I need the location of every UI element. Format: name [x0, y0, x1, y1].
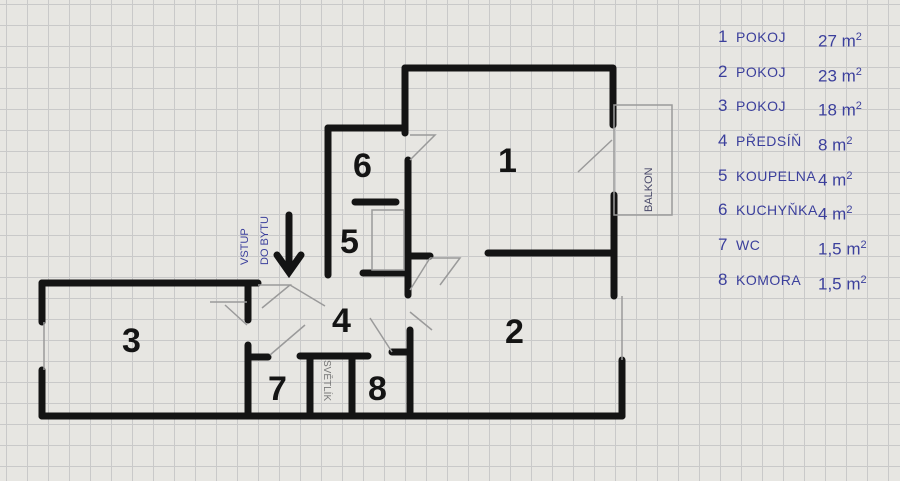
legend-number: 7	[718, 234, 728, 254]
legend-area: 1,5 m2	[818, 230, 867, 265]
legend-area: 18 m2	[818, 91, 862, 126]
legend-number: 1	[718, 27, 728, 46]
legend-number: 8	[718, 269, 728, 289]
balcony-label: BALKON	[643, 167, 655, 212]
legend-number: 2	[718, 61, 728, 81]
legend-number: 4	[718, 130, 728, 150]
area-exponent: 2	[855, 31, 862, 43]
area-exponent: 2	[860, 273, 867, 286]
legend-area: 1,5 m2	[818, 265, 867, 300]
area-value: 27 m	[818, 31, 856, 51]
legend-area: 27 m2	[818, 22, 862, 57]
legend-name: PŘEDSÍŇ	[736, 132, 802, 149]
legend-row: 4 PŘEDSÍŇ 8 m2	[718, 126, 867, 161]
wall-skylight	[296, 352, 372, 418]
legend-area: 23 m2	[818, 57, 862, 92]
room-number-6: 6	[353, 147, 372, 185]
room-number-5: 5	[340, 223, 359, 261]
legend-name: POKOJ	[736, 29, 786, 45]
legend-row: 7 WC 1,5 m2	[718, 230, 867, 265]
pencil-lines	[43, 104, 673, 370]
legend-number: 5	[718, 165, 728, 185]
legend-area: 4 m2	[818, 195, 852, 230]
legend-number: 3	[718, 96, 728, 116]
area-value: 1,5 m	[818, 274, 861, 294]
area-exponent: 2	[846, 204, 853, 217]
area-value: 8 m	[818, 135, 847, 155]
area-exponent: 2	[860, 238, 867, 251]
legend-row: 3 POKOJ 18 m2	[718, 91, 867, 126]
legend-row: 1 POKOJ 27 m2	[718, 22, 867, 57]
area-value: 1,5 m	[818, 239, 861, 259]
legend-name: KUCHYŇKA	[736, 202, 818, 219]
entrance-label-line2: DO BYTU	[259, 216, 271, 265]
door-swings	[210, 134, 613, 356]
area-exponent: 2	[855, 100, 862, 113]
walls	[38, 64, 626, 420]
legend-number: 6	[718, 200, 728, 220]
area-exponent: 2	[846, 169, 853, 182]
bathtub	[371, 209, 405, 271]
room-number-2: 2	[505, 313, 524, 351]
legend-name: KOMORA	[736, 271, 802, 288]
entrance-arrow-icon	[273, 211, 305, 279]
room-number-4: 4	[332, 302, 351, 340]
room-number-1: 1	[498, 142, 517, 180]
entrance-label-line1: VSTUP	[239, 228, 251, 265]
legend-name: WC	[736, 236, 761, 253]
area-exponent: 2	[846, 134, 853, 147]
legend-name: POKOJ	[736, 98, 786, 115]
area-value: 23 m	[818, 66, 856, 86]
legend-name: KOUPELNA	[736, 167, 817, 184]
room-numbers: 1 2 3 4 5 6 7 8	[122, 142, 524, 408]
legend-name: POKOJ	[736, 63, 786, 80]
legend-area: 4 m2	[818, 161, 852, 196]
area-value: 4 m	[818, 204, 847, 224]
legend-row: 8 KOMORA 1,5 m2	[718, 265, 867, 300]
skylight-label: SVĚTLÍK	[321, 360, 334, 401]
legend-area: 8 m2	[818, 126, 852, 161]
balcony	[613, 104, 673, 216]
room-number-3: 3	[122, 322, 141, 360]
area-value: 18 m	[818, 100, 856, 120]
room-number-8: 8	[368, 370, 387, 408]
room-number-7: 7	[268, 370, 287, 408]
area-value: 4 m	[818, 170, 847, 190]
area-exponent: 2	[855, 65, 862, 78]
